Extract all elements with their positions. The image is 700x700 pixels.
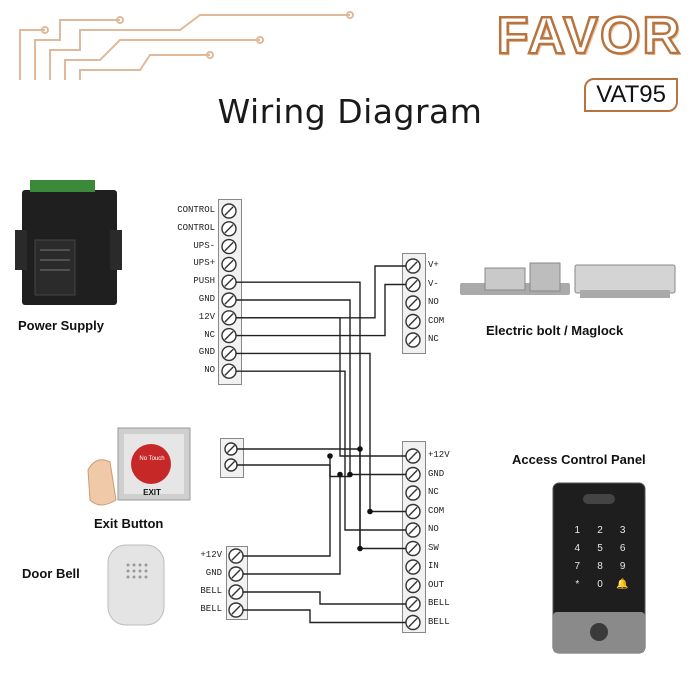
bell-terminal-strip [226, 546, 248, 620]
power-supply-terminal-label: PUSH [193, 276, 215, 287]
wire [237, 464, 350, 478]
panel-terminal-label: +12V [428, 450, 450, 460]
wire-junction [337, 471, 343, 478]
power-supply-terminal-label: GND [198, 294, 215, 304]
wire [236, 283, 406, 337]
maglock-label: Electric bolt / Maglock [486, 323, 624, 338]
wire-junction [357, 545, 363, 552]
wire [236, 299, 406, 476]
power-supply-terminal-label: CONTROL [177, 222, 215, 233]
keypad-key[interactable]: 8 [597, 561, 603, 572]
wire-junction [367, 508, 373, 515]
access-panel-label: Access Control Panel [512, 452, 646, 467]
power-supply-terminal-label: CONTROL [177, 205, 215, 215]
keypad-key[interactable]: 9 [619, 561, 626, 572]
lock-terminal-label: NO [428, 297, 439, 307]
lock-terminal-label: NC [428, 334, 439, 344]
brand-logo: FAVOR [495, 6, 682, 67]
keypad-key[interactable]: 7 [574, 561, 581, 572]
panel-terminal-label: COM [428, 505, 445, 516]
panel-terminal-label: BELL [428, 598, 450, 608]
power-supply-label: Power Supply [18, 318, 104, 333]
wire [236, 370, 406, 531]
wire [236, 281, 406, 550]
bell-terminal-label: GND [205, 568, 222, 578]
panel-terminal-label: NO [428, 524, 439, 534]
keypad-key[interactable]: * [575, 579, 580, 590]
panel-terminal-label: OUT [428, 579, 445, 590]
lock-terminal-label: COM [428, 315, 445, 326]
keypad-key[interactable]: 1 [574, 525, 581, 536]
wire-junction [327, 453, 333, 459]
wire-junction [347, 471, 353, 478]
wire [243, 609, 406, 624]
lock-terminal-label: V+ [428, 260, 439, 270]
keypad-key[interactable]: 5 [597, 543, 603, 554]
wire [236, 317, 406, 457]
power-supply-terminal-label: NO [204, 365, 215, 376]
power-supply-terminal-label: UPS+ [193, 258, 215, 269]
keypad-key[interactable]: 6 [619, 543, 626, 554]
wire [243, 457, 331, 557]
exit-plate-text: EXIT [143, 488, 161, 497]
panel-terminal-label: IN [428, 561, 439, 571]
panel-terminal-label: SW [428, 542, 439, 553]
keypad-key[interactable]: 0 [597, 579, 603, 590]
lock-terminal-label: V- [428, 278, 439, 289]
power-supply-terminal-label: GND [198, 347, 215, 358]
wire-junction [357, 446, 363, 452]
keypad-key[interactable]: 🔔 [616, 579, 629, 590]
power-supply-terminal-label: NC [204, 329, 215, 340]
keypad-key[interactable]: 3 [619, 525, 626, 536]
power-supply-terminal-label: UPS- [193, 240, 215, 251]
wire [236, 265, 406, 319]
wire [237, 448, 361, 549]
door-bell-label: Door Bell [22, 566, 80, 581]
exit-button-face-text: No Touch [139, 456, 165, 462]
panel-terminal-label: BELL [428, 616, 450, 627]
keypad-key[interactable]: 2 [597, 525, 603, 536]
wire [236, 352, 406, 513]
model-badge: VAT95 [584, 78, 678, 112]
keypad: 1 2 3 4 5 6 7 8 9 * 0 🔔 [566, 525, 634, 590]
bell-terminal-label: BELL [200, 604, 222, 614]
panel-terminal-label: GND [428, 468, 445, 479]
page-title: Wiring Diagram [217, 92, 483, 131]
panel-terminal-label: NC [428, 487, 439, 497]
wire [243, 475, 341, 575]
keypad-key[interactable]: 4 [574, 543, 581, 554]
power-supply-terminal-label: 12V [198, 311, 215, 322]
exit-button-label: Exit Button [94, 516, 164, 531]
bell-terminal-label: +12V [200, 550, 222, 560]
bell-terminal-label: BELL [200, 586, 222, 596]
wire [243, 591, 406, 605]
